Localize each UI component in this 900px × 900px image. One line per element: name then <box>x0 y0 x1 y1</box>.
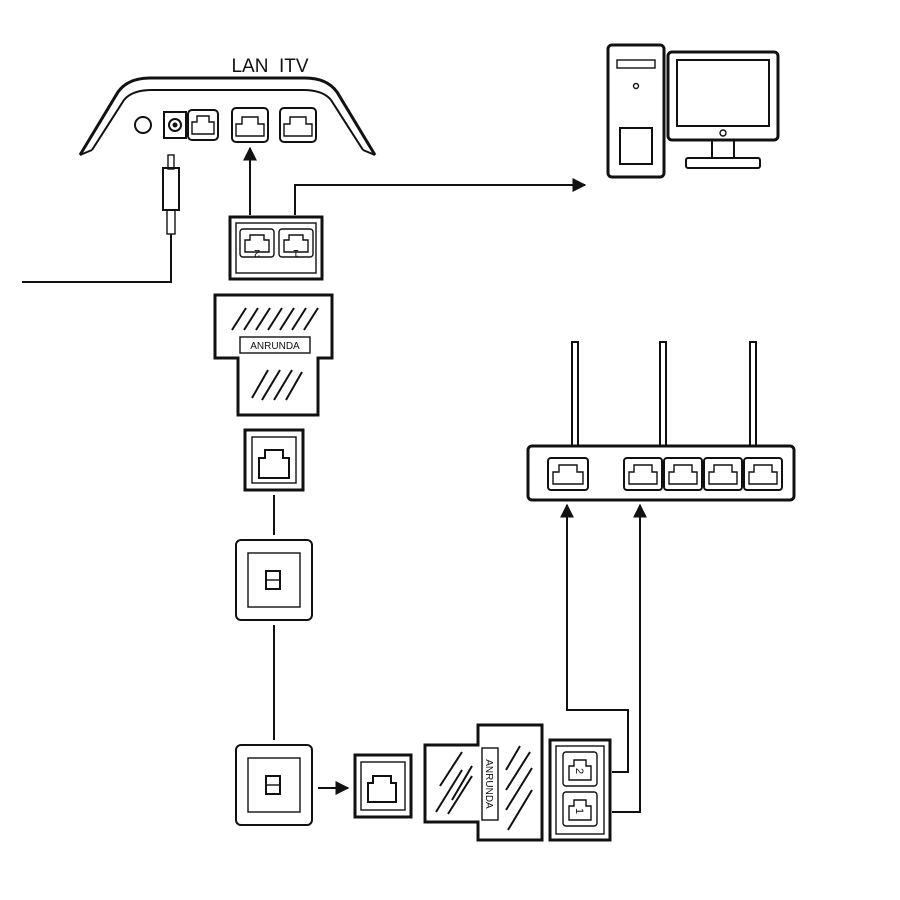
wall-socket-icon <box>235 744 313 826</box>
splitter-bottom-body: ANRUNDA <box>423 723 544 842</box>
splitter-top-port-2-label: 2 <box>254 247 260 259</box>
modem-itv-port <box>279 107 317 143</box>
power-plug-icon <box>22 154 180 283</box>
splitter-top: 2 1 ANRUNDA <box>213 215 334 492</box>
splitter-bottom: ANRUNDA 2 1 <box>353 723 612 842</box>
splitter-bottom-brand: ANRUNDA <box>483 759 494 809</box>
wall-socket-icon <box>235 539 313 621</box>
arrow-to-router-port-a <box>560 503 629 773</box>
splitter-top-port-1-label: 1 <box>293 247 299 259</box>
modem-icon <box>78 76 377 156</box>
router-lan-port <box>703 457 743 491</box>
computer-icon <box>606 43 780 179</box>
splitter-bottom-input-port <box>353 753 413 819</box>
router-lan-port <box>743 457 783 491</box>
splitter-bottom-port-1-label: 1 <box>573 808 585 814</box>
splitter-top-body: ANRUNDA <box>213 293 334 417</box>
splitter-top-dual-port: 2 1 <box>228 215 324 281</box>
router-icon <box>526 341 796 502</box>
modem-port-label: LAN ITV <box>231 56 308 77</box>
arrow-to-router-port-b <box>612 503 647 813</box>
splitter-top-brand: ANRUNDA <box>250 341 300 352</box>
modem-lan-port <box>231 107 269 143</box>
arrow-to-computer <box>294 178 587 215</box>
router-lan-port <box>623 457 663 491</box>
splitter-bottom-dual-port: 2 1 <box>548 738 612 842</box>
splitter-top-input-port <box>243 428 305 492</box>
router-wan-port <box>547 457 589 491</box>
splitter-bottom-port-2-label: 2 <box>573 768 585 774</box>
router-lan-port <box>663 457 703 491</box>
